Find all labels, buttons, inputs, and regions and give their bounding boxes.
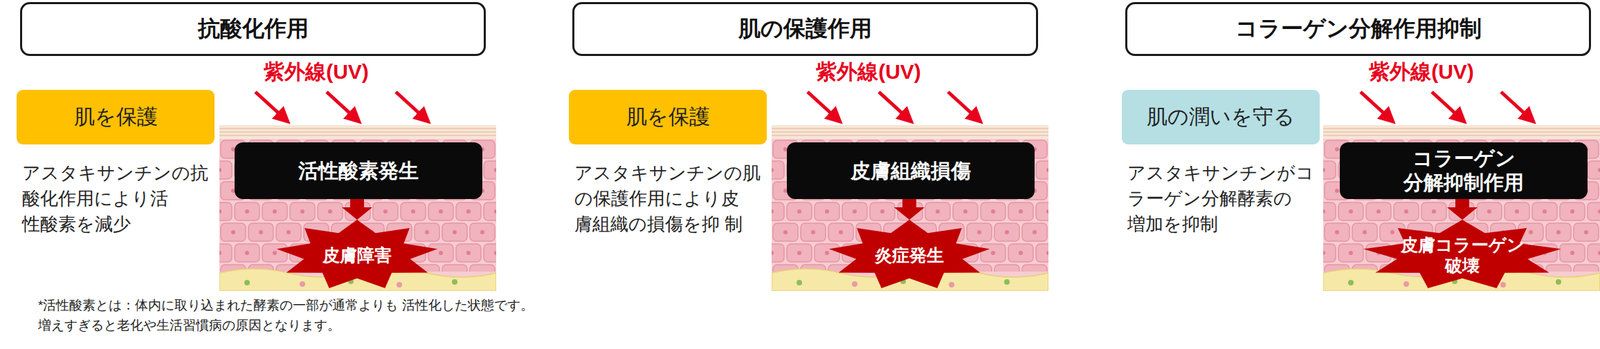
footnote: *活性酸素とは：体内に取り込まれた酵素の一部が通常よりも 活性化した状態です。増…: [38, 296, 578, 336]
burst-shape: 炎症発生: [827, 220, 992, 291]
burst-shape: 皮膚障害: [275, 220, 439, 291]
body-text: アスタキサンチンの肌 の保護作用により皮 膚組織の損傷を抑 制: [574, 160, 772, 238]
flow-arrow: [902, 199, 917, 208]
uv-arrows: [807, 92, 981, 122]
process-box: コラーゲン 分解抑制作用: [1339, 142, 1588, 200]
uv-arrows: [255, 92, 429, 122]
panel-title-box: 肌の保護作用: [572, 2, 1039, 57]
box-text: 肌を保護: [626, 103, 711, 132]
uv-arrows: [1360, 92, 1534, 122]
skin-layer: [1323, 125, 1600, 292]
flow-arrow: [350, 199, 365, 208]
box-text: 皮膚障害: [322, 244, 392, 266]
burst-outline: [1361, 220, 1563, 291]
process-box: 活性酸素発生: [234, 142, 483, 200]
box-text: 皮膚組織損傷: [850, 159, 971, 184]
panel-title: 肌の保護作用: [738, 13, 872, 45]
burst-shape: 皮膚コラーゲン 破壊: [1361, 220, 1563, 291]
box-text: 活性酸素発生: [298, 159, 419, 184]
tag-box: 肌の潤いを守る: [1121, 89, 1320, 145]
body-text: アスタキサンチンがコ ラーゲン分解酵素の 増加を抑制: [1127, 160, 1325, 238]
body-text: アスタキサンチンの抗 酸化作用により活 性酸素を減少: [22, 160, 220, 238]
skin-layer: [771, 125, 1049, 292]
panel-title: コラーゲン分解作用抑制: [1235, 13, 1482, 45]
box-text: 肌を保護: [74, 103, 158, 132]
burst-polygon: [829, 220, 990, 289]
uv-label: 紫外線(UV): [263, 58, 369, 87]
skin-layer: [219, 125, 497, 292]
process-box: 皮膚組織損傷: [786, 142, 1035, 200]
tag-box: 肌を保護: [568, 89, 767, 145]
box-text: 肌の潤いを守る: [1146, 103, 1295, 132]
box-text: コラーゲン 分解抑制作用: [1384, 146, 1544, 196]
box-text: 炎症発生: [874, 244, 944, 266]
box-text: 皮膚コラーゲン 破壊: [1396, 234, 1529, 277]
panel-title: 抗酸化作用: [197, 13, 309, 45]
panel-title-box: コラーゲン分解作用抑制: [1125, 2, 1592, 57]
panel-title-box: 抗酸化作用: [20, 2, 486, 57]
tag-box: 肌を保護: [16, 89, 215, 145]
uv-label: 紫外線(UV): [815, 58, 922, 87]
burst-polygon: [276, 220, 438, 289]
burst-polygon: [1363, 220, 1562, 289]
uv-label: 紫外線(UV): [1368, 58, 1475, 87]
flow-arrow: [1455, 199, 1470, 208]
